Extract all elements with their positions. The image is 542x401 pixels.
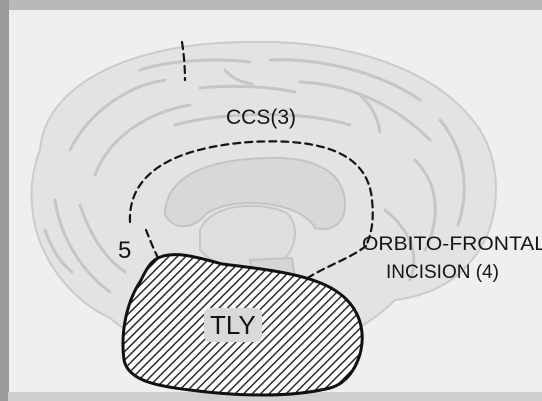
ccs-label: CCS(3) bbox=[226, 106, 296, 129]
tly-label: TLY bbox=[210, 310, 256, 340]
left-dark-edge bbox=[0, 0, 9, 401]
orbito-frontal-label-line2: INCISION (4) bbox=[386, 262, 499, 283]
orbito-frontal-label: ORBITO-FRONTAL bbox=[362, 234, 542, 255]
incision-5-label: 5 bbox=[118, 237, 131, 264]
